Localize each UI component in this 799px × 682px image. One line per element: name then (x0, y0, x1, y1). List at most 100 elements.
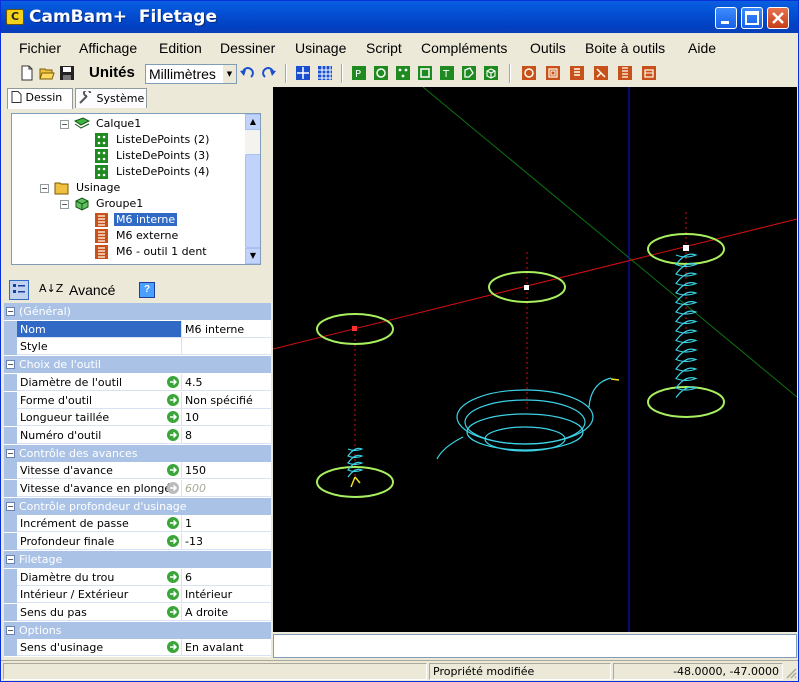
property-category[interactable]: −Contrôle profondeur d'usinage (4, 497, 271, 515)
default-value-arrow-icon[interactable] (166, 605, 180, 619)
property-value[interactable]: A droite (182, 604, 271, 621)
tree-scrollbar[interactable]: ▲ ▼ (245, 114, 260, 264)
menu-1[interactable]: Affichage (79, 40, 138, 56)
property-value[interactable]: 8 (182, 427, 271, 444)
category-collapse-icon[interactable]: − (6, 307, 15, 316)
alphabetical-sort-button[interactable]: A↓Z (39, 282, 64, 295)
property-category[interactable]: −Options (4, 621, 271, 639)
property-category[interactable]: −Choix de l'outil (4, 356, 271, 374)
tree-collapse-icon[interactable]: − (40, 184, 49, 193)
close-button[interactable] (767, 7, 789, 29)
grid-icon[interactable] (317, 65, 333, 81)
points-icon[interactable] (395, 65, 411, 81)
menu-8[interactable]: Boite à outils (585, 40, 666, 56)
default-value-arrow-icon[interactable] (166, 375, 180, 389)
default-value-arrow-icon[interactable] (166, 393, 180, 407)
menu-4[interactable]: Usinage (295, 40, 347, 56)
menu-2[interactable]: Edition (159, 40, 202, 56)
tab-systeme[interactable]: Système (75, 88, 147, 108)
category-collapse-icon[interactable]: − (6, 625, 15, 635)
default-value-arrow-icon[interactable] (166, 640, 180, 654)
property-row[interactable]: Style (4, 338, 271, 356)
command-line[interactable] (273, 634, 797, 658)
property-value[interactable]: 150 (182, 462, 271, 480)
tree-collapse-icon[interactable]: − (60, 200, 69, 209)
drill-op-icon[interactable] (569, 65, 585, 81)
property-value[interactable]: 10 (182, 409, 271, 427)
property-value[interactable]: -13 (182, 533, 271, 551)
title-bar[interactable]: C CamBam+ Filetage (1, 1, 798, 33)
category-collapse-icon[interactable]: − (6, 448, 15, 458)
property-value[interactable]: Non spécifié (182, 392, 271, 409)
tree-collapse-icon[interactable]: − (60, 120, 69, 129)
default-value-arrow-icon[interactable] (166, 481, 180, 495)
menu-6[interactable]: Compléments (421, 40, 508, 56)
default-value-arrow-icon[interactable] (166, 534, 180, 548)
3d-viewport[interactable] (273, 87, 797, 632)
property-value[interactable]: Intérieur (182, 586, 271, 604)
help-button[interactable]: ? (139, 282, 155, 298)
surface-icon[interactable] (461, 65, 477, 81)
chevron-down-icon[interactable]: ▼ (223, 65, 236, 83)
menu-9[interactable]: Aide (688, 40, 717, 56)
3d-box-icon[interactable] (483, 65, 499, 81)
thread-op-icon[interactable] (617, 65, 633, 81)
property-value[interactable]: 6 (182, 569, 271, 586)
category-collapse-icon[interactable]: − (6, 554, 15, 564)
menu-5[interactable]: Script (366, 40, 402, 56)
property-category[interactable]: −Contrôle des avances (4, 444, 271, 462)
text-icon[interactable]: T (439, 65, 455, 81)
open-folder-icon[interactable] (39, 65, 55, 81)
menu-7[interactable]: Outils (530, 40, 566, 56)
default-value-arrow-icon[interactable] (166, 516, 180, 530)
property-category[interactable]: −Filetage (4, 550, 271, 568)
property-row[interactable]: Profondeur finale-13 (4, 533, 271, 551)
menu-0[interactable]: Fichier (19, 40, 62, 56)
rectangle-icon[interactable] (417, 65, 433, 81)
minimize-button[interactable] (715, 7, 737, 29)
scroll-down-icon[interactable]: ▼ (245, 248, 260, 264)
property-category[interactable]: −(Général) (4, 303, 271, 320)
engrave-op-icon[interactable] (593, 65, 609, 81)
units-dropdown[interactable]: Millimètres ▼ (145, 64, 237, 84)
default-value-arrow-icon[interactable] (166, 587, 180, 601)
viewport-canvas[interactable] (273, 87, 797, 632)
3d-profile-op-icon[interactable] (641, 65, 657, 81)
tab-dessin[interactable]: Dessin (7, 88, 73, 109)
category-collapse-icon[interactable]: − (6, 360, 15, 370)
resize-grip-icon[interactable] (785, 667, 797, 679)
property-value[interactable]: 1 (182, 515, 271, 533)
maximize-button[interactable] (741, 7, 763, 29)
circle-icon[interactable] (373, 65, 389, 81)
menu-3[interactable]: Dessiner (220, 40, 276, 56)
scroll-up-icon[interactable]: ▲ (245, 114, 260, 130)
save-icon[interactable] (59, 65, 75, 81)
redo-icon[interactable] (261, 65, 277, 81)
property-value[interactable]: En avalant (182, 639, 271, 657)
undo-icon[interactable] (239, 65, 255, 81)
category-collapse-icon[interactable]: − (6, 501, 15, 511)
default-value-arrow-icon[interactable] (166, 463, 180, 477)
categorized-view-button[interactable] (9, 280, 29, 300)
scroll-thumb[interactable] (245, 154, 260, 248)
default-value-arrow-icon[interactable] (166, 570, 180, 584)
new-file-icon[interactable] (19, 65, 35, 81)
snap-icon[interactable] (295, 65, 311, 81)
default-value-arrow-icon[interactable] (166, 428, 180, 442)
property-value[interactable] (182, 338, 271, 356)
default-value-arrow-icon[interactable] (166, 410, 180, 424)
drawing-tree[interactable]: Calque1−ListeDePoints (2)ListeDePoints (… (11, 113, 261, 265)
property-value[interactable]: M6 interne (182, 321, 271, 338)
profile-op-icon[interactable] (521, 65, 537, 81)
advanced-button[interactable]: Avancé (69, 282, 116, 298)
